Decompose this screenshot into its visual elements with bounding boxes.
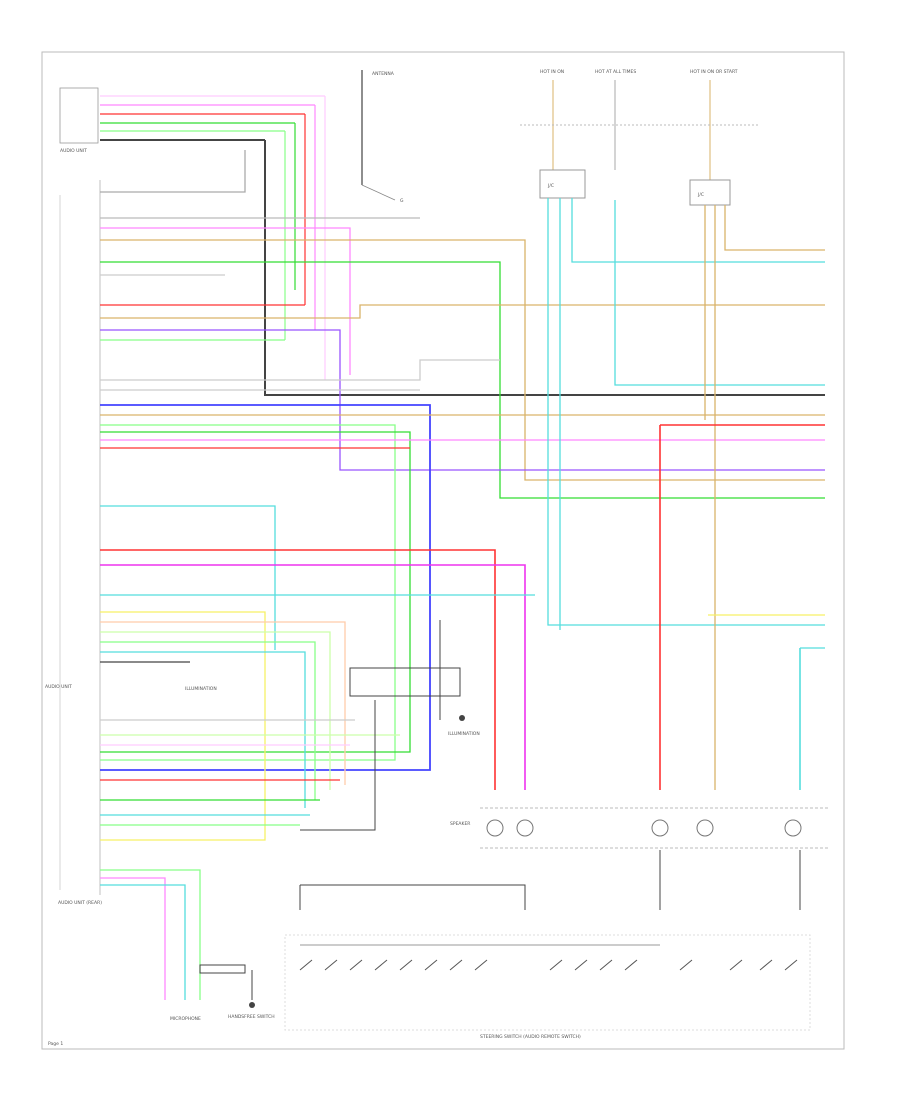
antenna-label: ANTENNA bbox=[372, 71, 395, 77]
microphone-label: MICROPHONE bbox=[170, 1016, 201, 1022]
relay-1-label: J/C bbox=[547, 183, 554, 189]
audio-module-box bbox=[59, 87, 99, 144]
connector-1 bbox=[486, 819, 504, 837]
connector-4 bbox=[696, 819, 714, 837]
fuse-3-label: HOT IN ON OR START bbox=[690, 69, 738, 75]
page-number: Page 1 bbox=[48, 1041, 63, 1047]
connector-5 bbox=[784, 819, 802, 837]
connector-3 bbox=[651, 819, 669, 837]
harness-wires bbox=[100, 150, 825, 841]
ground-symbol bbox=[459, 715, 465, 721]
module-wires bbox=[100, 95, 325, 141]
relay-2-label: J/C bbox=[697, 192, 704, 198]
handsfree-switch-label: HANDSFREE SWITCH bbox=[228, 1014, 275, 1020]
ground-label: G bbox=[400, 198, 404, 204]
illumination-left-label: ILLUMINATION bbox=[185, 686, 217, 692]
handsfree-ground bbox=[249, 1002, 255, 1008]
connector-2 bbox=[516, 819, 534, 837]
antenna-ground-link bbox=[361, 184, 396, 201]
steering-switch-contacts bbox=[299, 944, 798, 971]
speaker-connectors bbox=[486, 819, 802, 837]
illumination-right-label: ILLUMINATION bbox=[448, 731, 480, 737]
audio-unit-bottom-label: AUDIO UNIT (REAR) bbox=[58, 900, 102, 906]
module-risers bbox=[264, 96, 825, 396]
fuse-group: HOT IN ON HOT AT ALL TIMES HOT IN ON OR … bbox=[520, 69, 760, 180]
fuse-2-label: HOT AT ALL TIMES bbox=[595, 69, 636, 75]
steering-wire-2 bbox=[300, 884, 526, 910]
relay-box-2 bbox=[689, 179, 731, 206]
junction-block bbox=[349, 667, 461, 697]
relay-box-1 bbox=[539, 169, 586, 199]
handsfree-connector bbox=[199, 964, 246, 974]
microphone-wires bbox=[100, 869, 201, 1000]
audio-unit-left-label: AUDIO UNIT bbox=[45, 684, 72, 690]
steering-switch-box bbox=[284, 934, 811, 1031]
diagram-frame bbox=[41, 51, 845, 1050]
right-vertical-wires bbox=[547, 198, 825, 790]
fuse-1-label: HOT IN ON bbox=[540, 69, 564, 75]
speaker-front-left-label: SPEAKER bbox=[450, 821, 470, 827]
audio-unit-top-label: AUDIO UNIT bbox=[60, 148, 87, 154]
steering-switch-label: STEERING SWITCH (AUDIO REMOTE SWITCH) bbox=[480, 1034, 581, 1040]
junction-ground-wire bbox=[300, 700, 376, 831]
